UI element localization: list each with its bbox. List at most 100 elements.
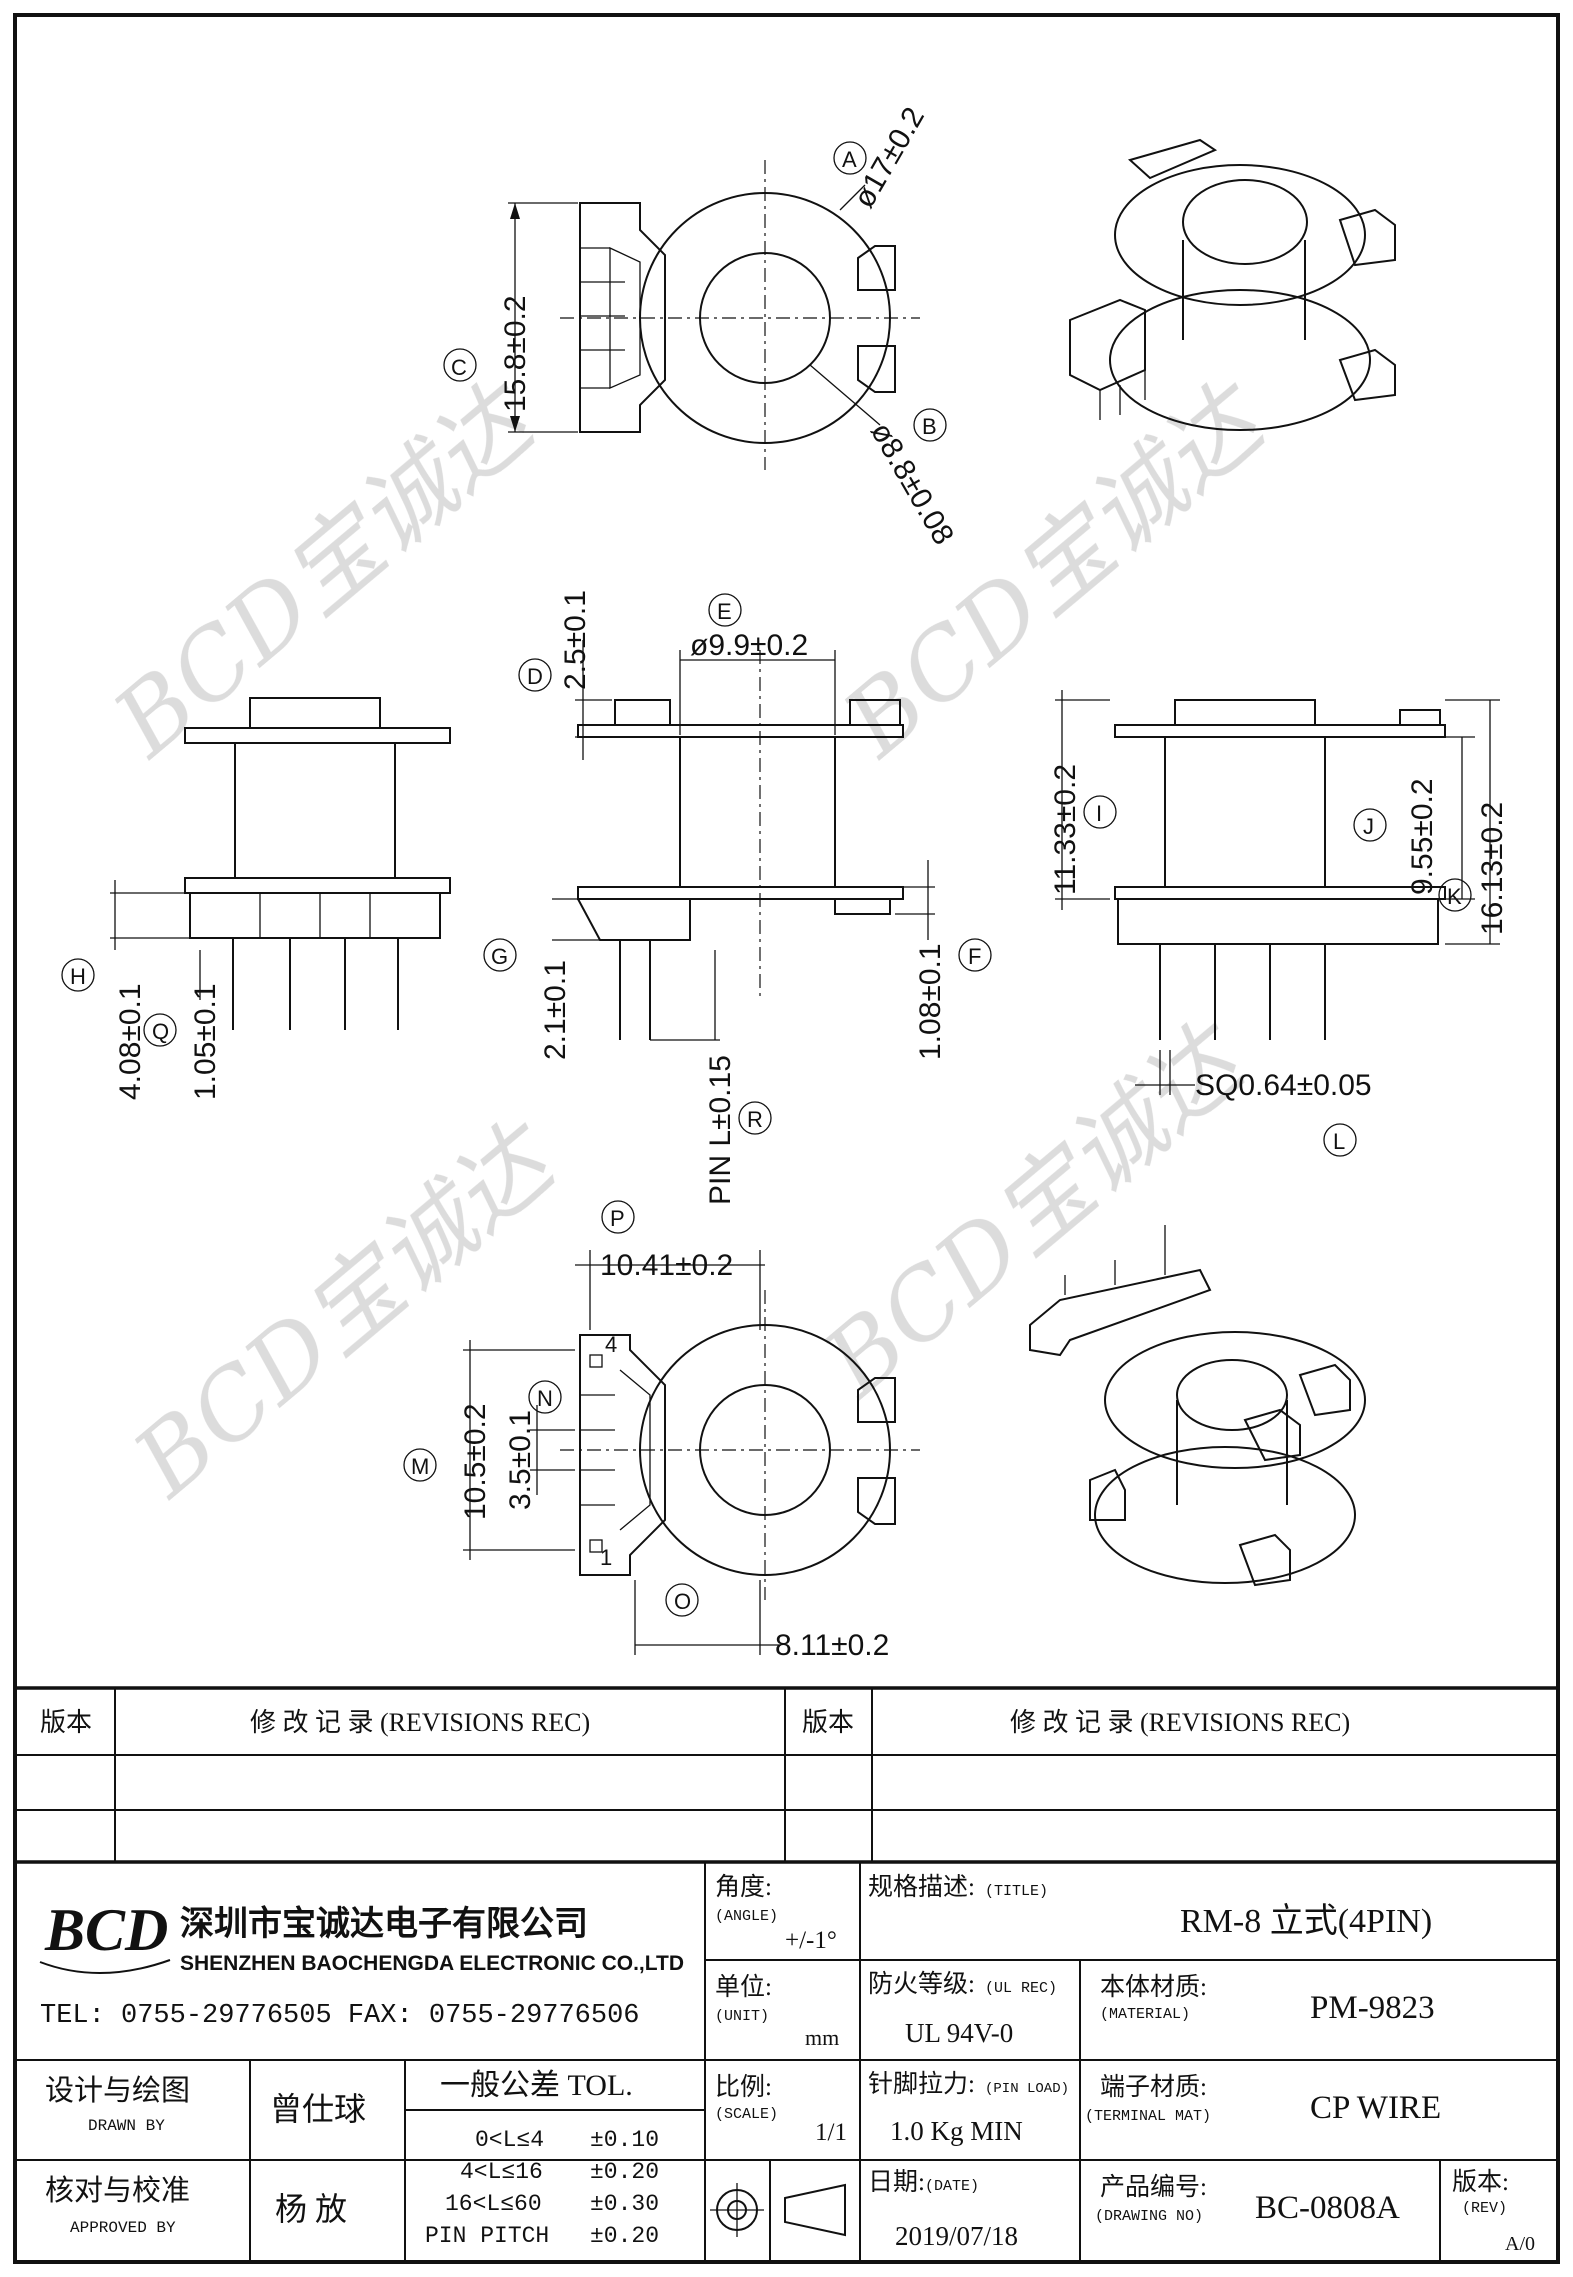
svg-text:N: N: [537, 1386, 553, 1411]
rev-col-header-right: 版本: [802, 1708, 854, 1737]
side-view-right: 11.33±0.2 I 9.55±0.2 J 16.13±0.2 K SQ0.6…: [1049, 690, 1509, 1157]
dim-o: 8.11±0.2: [775, 1629, 889, 1662]
dim-c: 15.8±0.2: [499, 295, 532, 412]
tolerance-value: ±0.10: [590, 2127, 659, 2153]
revisions-header-left: 修 改 记 录 (REVISIONS REC): [250, 1708, 590, 1737]
dim-i: 11.33±0.2: [1049, 764, 1082, 895]
svg-text:C: C: [451, 355, 467, 380]
isometric-view-top: [1069, 138, 1396, 431]
tel-fax: TEL: 0755-29776505 FAX: 0755-29776506: [40, 2001, 640, 2031]
svg-text:BCD: BCD: [44, 1897, 168, 1963]
bottom-view: 4 1 10.41±0.2 P 10.5±0.2 M 3.5±0.1 N 8.1…: [403, 1200, 920, 1662]
svg-text:J: J: [1363, 814, 1374, 839]
svg-text:R: R: [747, 1107, 763, 1132]
scale-label-en: (SCALE): [715, 2106, 778, 2123]
terminal-label-en: (TERMINAL MAT): [1085, 2108, 1211, 2125]
tolerance-range: PIN PITCH: [425, 2223, 549, 2249]
dim-k: 16.13±0.2: [1476, 802, 1509, 935]
drawn-by-label-en: DRAWN BY: [88, 2117, 165, 2135]
dim-a: ø17±0.2: [847, 102, 931, 214]
unit-value: mm: [805, 2025, 839, 2050]
material-label: 本体材质:: [1100, 1973, 1207, 2001]
dim-j: 9.55±0.2: [1406, 778, 1439, 895]
watermark: BCD宝诚达: [93, 362, 560, 779]
rev-label-en: (REV): [1462, 2200, 1507, 2217]
scale-label: 比例:: [715, 2073, 772, 2101]
svg-text:H: H: [70, 964, 86, 989]
drawn-by-label: 设计与绘图: [45, 2074, 190, 2107]
tolerance-value: ±0.20: [590, 2223, 659, 2249]
sheet-border: [13, 13, 1560, 2264]
dim-d: 2.5±0.1: [559, 590, 592, 690]
tolerance-range: 4<L≤16: [460, 2159, 543, 2185]
rev-col-header-left: 版本: [40, 1708, 92, 1737]
svg-text:D: D: [527, 664, 543, 689]
angle-label-en: (ANGLE): [715, 1908, 778, 1925]
unit-label-en: (UNIT): [715, 2008, 769, 2025]
terminal-label: 端子材质:: [1100, 2073, 1207, 2101]
rev-label: 版本:: [1452, 2168, 1509, 2196]
isometric-view-bottom: [1029, 1225, 1366, 1587]
dim-g: 2.1±0.1: [539, 960, 572, 1060]
pin-label-1: 1: [600, 1545, 612, 1570]
svg-text:I: I: [1096, 801, 1102, 826]
dim-l: SQ0.64±0.05: [1195, 1069, 1372, 1102]
projection-symbol-icon: [710, 2183, 846, 2237]
svg-text:P: P: [610, 1206, 625, 1231]
ul-value: UL 94V-0: [905, 2018, 1013, 2048]
approved-value: 杨 放: [275, 2191, 347, 2227]
tolerance-range: 16<L≤60: [445, 2191, 542, 2217]
svg-text:G: G: [491, 944, 508, 969]
drawing-no-label-en: (DRAWING NO): [1095, 2208, 1203, 2225]
date-value: 2019/07/18: [895, 2221, 1018, 2251]
svg-text:A: A: [842, 147, 857, 172]
svg-text:F: F: [968, 944, 981, 969]
top-view: 15.8±0.2 C ø17±0.2 A ø8.8±0.08 B: [443, 102, 960, 550]
drawing-title: RM-8 立式(4PIN): [1180, 1902, 1432, 1940]
material-label-en: (MATERIAL): [1100, 2006, 1190, 2023]
dim-p: 10.41±0.2: [600, 1249, 733, 1282]
drawn-by-value: 曾仕球: [270, 2091, 366, 2127]
pin-load-label: 针脚拉力:: [868, 2070, 975, 2098]
svg-text:B: B: [922, 414, 937, 439]
dim-e: ø9.9±0.2: [690, 629, 808, 662]
svg-text:M: M: [411, 1454, 429, 1479]
dim-r: PIN L±0.15: [704, 1055, 737, 1205]
ul-label-en: (UL REC): [985, 1980, 1057, 1997]
scale-value: 1/1: [815, 2119, 847, 2146]
company-logo: BCD: [39, 1897, 171, 1974]
svg-text:E: E: [717, 599, 732, 624]
dim-f: 1.08±0.1: [914, 943, 947, 1060]
dim-n: 3.5±0.1: [504, 1410, 537, 1510]
svg-text:O: O: [674, 1589, 691, 1614]
tolerance-value: ±0.30: [590, 2191, 659, 2217]
tolerance-value: ±0.20: [590, 2159, 659, 2185]
dim-h: 4.08±0.1: [114, 983, 147, 1100]
ul-label: 防火等级:: [868, 1970, 975, 1998]
company-name-en: SHENZHEN BAOCHENGDA ELECTRONIC CO.,LTD: [180, 1952, 684, 1975]
terminal-value: CP WIRE: [1310, 2090, 1441, 2126]
side-view-left: 4.08±0.1 H 1.05±0.1 Q: [61, 697, 451, 1100]
dim-q: 1.05±0.1: [189, 983, 222, 1100]
company-name-cn: 深圳市宝诚达电子有限公司: [180, 1904, 588, 1943]
approved-label: 核对与校准: [45, 2174, 190, 2207]
spec-label-en: (TITLE): [985, 1883, 1048, 1900]
pin-label-4: 4: [605, 1332, 617, 1357]
spec-label: 规格描述:: [868, 1873, 975, 1901]
tolerance-label: 一般公差 TOL.: [440, 2069, 633, 2102]
revisions-header-right: 修 改 记 录 (REVISIONS REC): [1010, 1708, 1350, 1737]
date-label: 日期:: [868, 2169, 925, 2196]
angle-value: +/-1°: [785, 1927, 837, 1954]
angle-label: 角度:: [715, 1873, 772, 1901]
drawing-no-value: BC-0808A: [1255, 2190, 1400, 2226]
drawing-no-label: 产品编号:: [1100, 2173, 1207, 2201]
pin-load-label-en: (PIN LOAD): [985, 2081, 1069, 2097]
title-block: 版本 修 改 记 录 (REVISIONS REC) 版本 修 改 记 录 (R…: [15, 1686, 1558, 2262]
front-view: ø9.9±0.2 E 2.5±0.1 D 2.1±0.1 G 1.08±0.1 …: [483, 590, 992, 1205]
date-label-en: (DATE): [925, 2178, 979, 2195]
dim-b: ø8.8±0.08: [864, 417, 960, 550]
rev-value: A/0: [1505, 2233, 1535, 2255]
tolerance-table: 0<L≤4 ±0.10 4<L≤16 ±0.20 16<L≤60 ±0.30 P…: [425, 2127, 659, 2249]
watermark-layer: BCD宝诚达 BCD宝诚达 BCD宝诚达 BCD宝诚达: [93, 362, 1290, 1519]
